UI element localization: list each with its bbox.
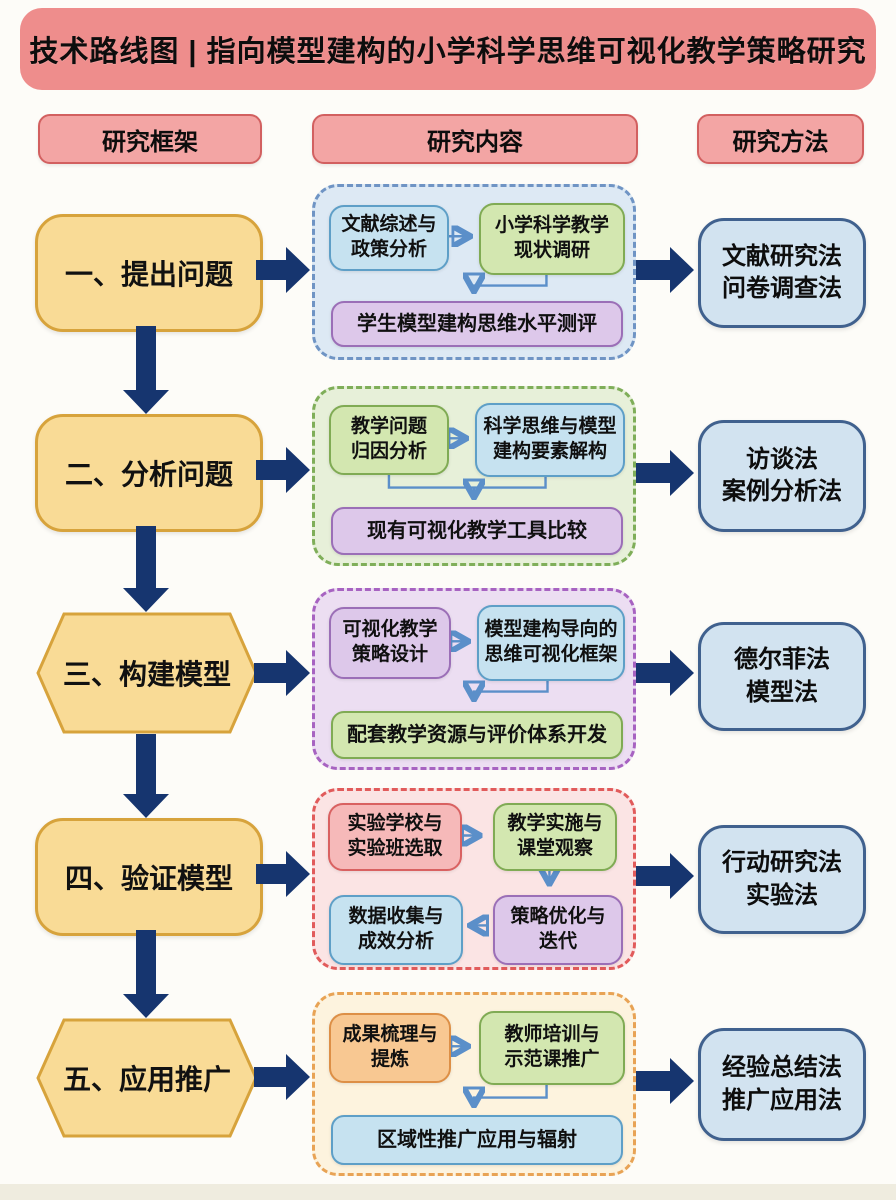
row5-box-a: 成果梳理与 提炼 — [329, 1013, 451, 1083]
row3-box-a: 可视化教学 策略设计 — [329, 607, 451, 679]
content-to-method-arrow-1-icon — [636, 247, 694, 293]
row4-box-b-line2: 课堂观察 — [516, 838, 593, 859]
row4-box-c-line1: 数据收集与 — [348, 906, 444, 928]
hexagon-shape-icon — [36, 612, 258, 734]
row5-box-a-line2: 提炼 — [370, 1049, 409, 1070]
row1-box-wide-label: 学生模型建构思维水平测评 — [357, 313, 597, 335]
content-group-1: 文献综述与 政策分析 小学科学教学 现状调研 学生模型建构思维水平测评 — [312, 184, 636, 360]
stage-to-content-arrow-5-icon — [254, 1054, 310, 1100]
row1-box-a-line2: 政策分析 — [350, 239, 427, 260]
row1-box-b-line2: 现状调研 — [513, 240, 590, 261]
row4-box-d-line2: 迭代 — [538, 931, 577, 952]
stage-label-5: 五、应用推广 — [62, 1064, 231, 1095]
row1-box-a: 文献综述与 政策分析 — [329, 205, 449, 271]
method-5-line2: 推广应用法 — [722, 1086, 842, 1114]
method-box-1: 文献研究法 问卷调查法 — [698, 218, 866, 328]
row2-box-wide-label: 现有可视化教学工具比较 — [367, 520, 587, 542]
stage-to-content-arrow-4-icon — [256, 851, 310, 897]
row5-box-wide: 区域性推广应用与辐射 — [331, 1115, 623, 1165]
content-to-method-arrow-3-icon — [636, 650, 694, 696]
row4-box-c: 数据收集与 成效分析 — [329, 895, 463, 965]
row2-box-a: 教学问题 归因分析 — [329, 405, 449, 475]
content-to-method-arrow-5-icon — [636, 1058, 694, 1104]
row4-box-a: 实验学校与 实验班选取 — [328, 803, 462, 871]
row2-box-b-line1: 科学思维与模型 — [483, 416, 617, 438]
row4-box-d: 策略优化与 迭代 — [493, 895, 623, 965]
row2-box-b-line2: 建构要素解构 — [492, 441, 607, 462]
method-5-line1: 经验总结法 — [722, 1054, 842, 1082]
method-box-4: 行动研究法 实验法 — [698, 825, 866, 934]
stage-to-content-arrow-2-icon — [256, 447, 310, 493]
row2-box-a-line1: 教学问题 — [350, 416, 427, 438]
method-box-3: 德尔菲法 模型法 — [698, 622, 866, 731]
row5-box-b-line1: 教师培训与 — [504, 1024, 600, 1046]
stage-label-4: 四、验证模型 — [64, 863, 233, 894]
stage-down-arrow-1-icon — [123, 326, 169, 414]
column-header-content: 研究内容 — [312, 114, 638, 164]
content-group-3: 可视化教学 策略设计 模型建构导向的 思维可视化框架 配套教学资源与评价体系开发 — [312, 588, 636, 770]
stage-to-content-arrow-3-icon — [254, 650, 310, 696]
stage-box-1: 一、提出问题 — [35, 214, 263, 332]
row4-box-d-line1: 策略优化与 — [510, 906, 606, 928]
method-4-line2: 实验法 — [746, 881, 818, 909]
row3-box-b-line2: 思维可视化框架 — [484, 644, 618, 665]
column-header-framework: 研究框架 — [38, 114, 262, 164]
row5-box-wide-label: 区域性推广应用与辐射 — [377, 1129, 577, 1151]
content-group-2: 教学问题 归因分析 科学思维与模型 建构要素解构 现有可视化教学工具比较 — [312, 386, 636, 566]
method-3-line2: 模型法 — [746, 678, 818, 706]
column-header-method: 研究方法 — [697, 114, 864, 164]
row1-box-b-line1: 小学科学教学 — [494, 215, 609, 237]
stage-down-arrow-2-icon — [123, 526, 169, 612]
hexagon-shape-icon — [36, 1018, 258, 1138]
page-title: 技术路线图 | 指向模型建构的小学科学思维可视化教学策略研究 — [20, 8, 876, 90]
row1-box-a-line1: 文献综述与 — [341, 214, 437, 236]
content-group-5: 成果梳理与 提炼 教师培训与 示范课推广 区域性推广应用与辐射 — [312, 992, 636, 1176]
row3-box-wide-label: 配套教学资源与评价体系开发 — [347, 724, 607, 746]
stage-box-2: 二、分析问题 — [35, 414, 263, 532]
method-3-line1: 德尔菲法 — [734, 646, 830, 674]
row4-box-b-line1: 教学实施与 — [507, 813, 603, 835]
row2-box-wide: 现有可视化教学工具比较 — [331, 507, 623, 555]
row1-box-b: 小学科学教学 现状调研 — [479, 203, 625, 275]
method-box-2: 访谈法 案例分析法 — [698, 420, 866, 532]
row3-box-wide: 配套教学资源与评价体系开发 — [331, 711, 623, 759]
stage-label-1: 一、提出问题 — [64, 259, 233, 290]
row5-box-b: 教师培训与 示范课推广 — [479, 1011, 625, 1085]
method-2-line2: 案例分析法 — [722, 478, 842, 505]
method-4-line1: 行动研究法 — [722, 849, 842, 877]
row4-box-a-line2: 实验班选取 — [347, 838, 443, 859]
content-group-4: 实验学校与 实验班选取 教学实施与 课堂观察 数据收集与 成效分析 策略优化与 … — [312, 788, 636, 970]
content-to-method-arrow-2-icon — [636, 450, 694, 496]
row3-box-b-line1: 模型建构导向的 — [484, 619, 618, 641]
stage-label-2: 二、分析问题 — [64, 459, 233, 490]
row1-box-wide: 学生模型建构思维水平测评 — [331, 301, 623, 347]
stage-down-arrow-4-icon — [123, 930, 169, 1018]
method-1-line2: 问卷调查法 — [722, 275, 842, 302]
row4-box-a-line1: 实验学校与 — [347, 813, 443, 835]
stage-box-3: 三、构建模型 — [36, 612, 258, 734]
row3-box-b: 模型建构导向的 思维可视化框架 — [477, 605, 625, 681]
content-to-method-arrow-4-icon — [636, 853, 694, 899]
stage-box-4: 四、验证模型 — [35, 818, 263, 936]
method-2-line1: 访谈法 — [746, 445, 818, 473]
row3-box-a-line1: 可视化教学 — [342, 619, 438, 641]
row3-box-a-line2: 策略设计 — [351, 644, 428, 665]
stage-to-content-arrow-1-icon — [256, 247, 310, 293]
row4-box-b: 教学实施与 课堂观察 — [493, 803, 617, 871]
method-1-line1: 文献研究法 — [722, 242, 842, 270]
stage-down-arrow-3-icon — [123, 734, 169, 818]
row5-box-b-line2: 示范课推广 — [504, 1049, 600, 1070]
method-box-5: 经验总结法 推广应用法 — [698, 1028, 866, 1141]
row5-box-a-line1: 成果梳理与 — [342, 1024, 438, 1046]
row2-box-b: 科学思维与模型 建构要素解构 — [475, 403, 625, 477]
row4-box-c-line2: 成效分析 — [357, 931, 434, 952]
footer-strip — [0, 1184, 896, 1200]
stage-label-3: 三、构建模型 — [62, 659, 231, 690]
stage-box-5: 五、应用推广 — [36, 1018, 258, 1138]
row2-box-a-line2: 归因分析 — [350, 441, 427, 462]
